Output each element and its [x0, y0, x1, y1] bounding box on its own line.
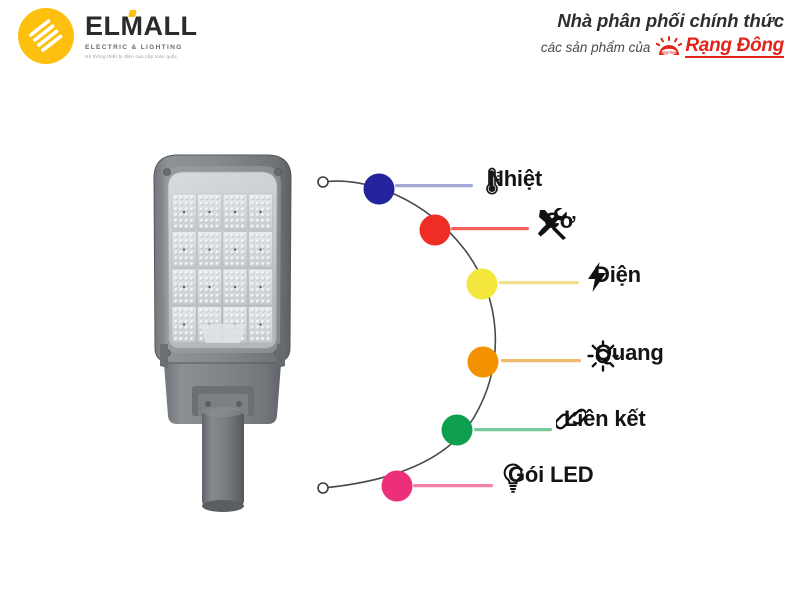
distributor-prefix: các sản phẩm của — [540, 39, 651, 55]
page-header: ELMALL ELECTRIC & LIGHTING Hệ thống thiế… — [0, 0, 800, 80]
arc-endpoint-bottom — [317, 482, 329, 494]
official-distributor-block: Nhà phân phối chính thức các sản phẩm củ… — [540, 10, 784, 59]
rangdong-logo[interactable]: Rang Dong Rạng Đông — [656, 35, 784, 59]
connector-line-4 — [474, 428, 552, 432]
node-dot-3[interactable] — [467, 346, 499, 378]
rangdong-name: Rạng Đông — [685, 35, 784, 59]
energy-chain-diagram: Nhiệt Cơ Điện Quang Li — [305, 150, 800, 520]
diagram-arc — [317, 173, 581, 502]
callout-3[interactable]: Điện — [586, 262, 641, 292]
svg-text:Rang Dong: Rang Dong — [660, 51, 679, 55]
connector-line-5 — [413, 484, 493, 488]
callout-2[interactable]: Cơ — [536, 208, 575, 240]
brand-subtitle: ELECTRIC & LIGHTING — [85, 44, 183, 51]
node-dot-5[interactable] — [381, 470, 413, 502]
brand-name: ELMALL — [85, 10, 198, 41]
callout-5[interactable]: Liên kết — [556, 406, 646, 432]
elmall-circle-logo-icon — [18, 8, 74, 64]
rangdong-sunburst-icon: Rang Dong — [656, 36, 683, 58]
brand-accent-dot-icon — [128, 10, 137, 17]
distributor-headline: Nhà phân phối chính thức — [557, 10, 784, 31]
distributor-subline: các sản phẩm của — [540, 35, 784, 59]
diagram-labels: Nhiệt Cơ Điện Quang Li — [305, 150, 800, 520]
node-dot-0[interactable] — [363, 173, 395, 205]
connector-line-1 — [451, 227, 529, 231]
node-dot-4[interactable] — [441, 414, 473, 446]
elmall-brand-text: ELMALL ELECTRIC & LIGHTING Hệ thống thiế… — [85, 10, 198, 59]
callout-6[interactable]: Gói LED — [500, 462, 594, 493]
node-dot-2[interactable] — [466, 268, 498, 300]
node-dot-1[interactable] — [419, 214, 451, 246]
led-street-light-fixture — [140, 148, 305, 516]
callout-1[interactable]: Nhiệt — [480, 166, 542, 195]
connector-line-0 — [395, 184, 473, 188]
callout-label-5: Liên kết — [564, 406, 646, 431]
elmall-brand-logo[interactable]: ELMALL ELECTRIC & LIGHTING Hệ thống thiế… — [18, 8, 197, 64]
callout-4[interactable]: Quang — [587, 340, 664, 372]
connector-line-2 — [499, 281, 579, 285]
arc-endpoint-top — [317, 176, 329, 188]
connector-line-3 — [501, 359, 581, 363]
brand-tagline: Hệ thống thiết bị điện cao cấp toàn quốc — [85, 54, 178, 59]
